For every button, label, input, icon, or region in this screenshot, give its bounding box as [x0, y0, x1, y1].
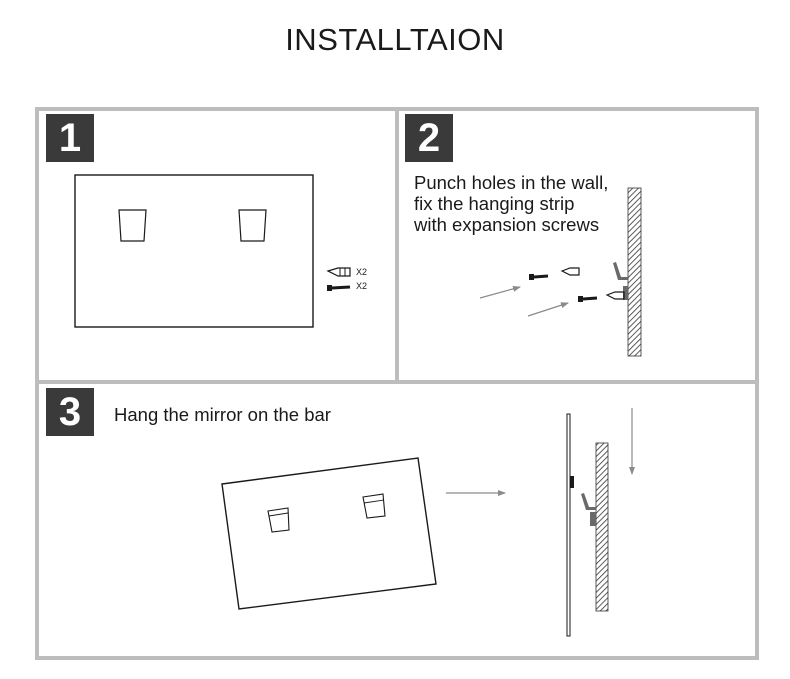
page-title: INSTALLTAION [285, 22, 505, 57]
step-3-text: Hang the mirror on the bar [114, 404, 331, 425]
panel-divider-vertical [395, 107, 399, 384]
step-2-line-3: with expansion screws [414, 214, 600, 235]
hook-icon [570, 476, 574, 488]
arrow-icon [479, 285, 521, 299]
screw-icon [578, 296, 598, 302]
step-1-badge: 1 [46, 114, 94, 162]
anchor-quantity-label: X2 [356, 267, 368, 277]
wall-icon [627, 187, 642, 357]
bracket-icon [581, 493, 596, 526]
mirror-icon [221, 457, 437, 610]
screw-icon [327, 285, 351, 291]
step-2-badge: 2 [405, 114, 453, 162]
screw-quantity-label: X2 [356, 281, 368, 291]
panel-divider-horizontal [35, 380, 759, 384]
wall-icon [595, 442, 609, 612]
mirror-side-icon [566, 413, 571, 637]
arrow-icon [527, 302, 569, 317]
screw-icon [529, 274, 549, 280]
anchor-icon [605, 291, 625, 300]
step-3-badge: 3 [46, 388, 94, 436]
bracket-icon [613, 262, 628, 300]
anchor-icon [326, 267, 351, 277]
mirror-back-icon [74, 174, 314, 328]
step-2-line-1: Punch holes in the wall, [414, 172, 609, 193]
step-2-line-2: fix the hanging strip [414, 193, 575, 214]
anchor-icon [560, 267, 580, 276]
